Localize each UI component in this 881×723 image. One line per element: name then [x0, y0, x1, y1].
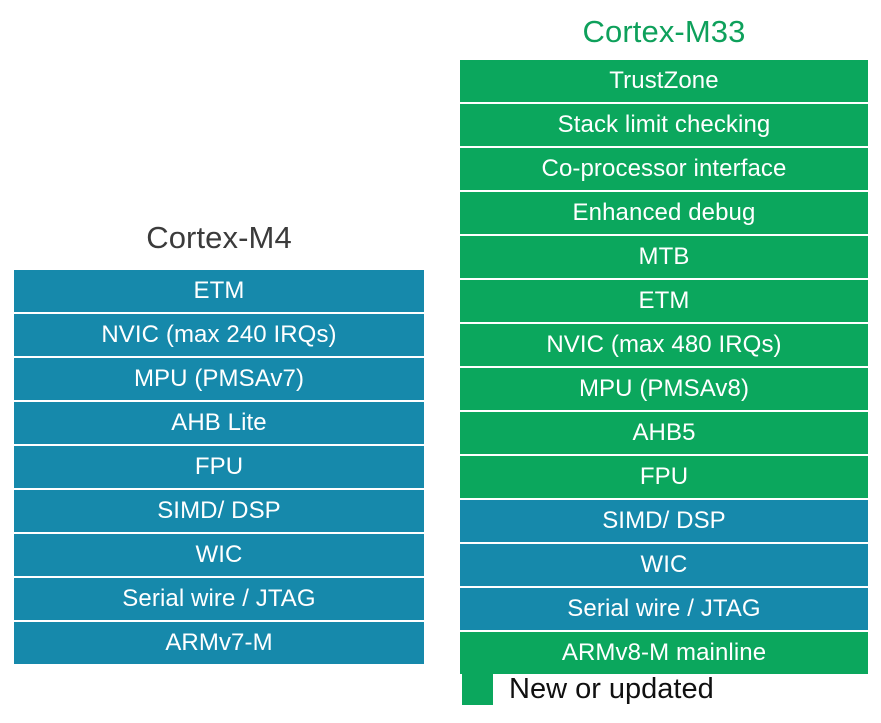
legend: New or updated — [462, 674, 714, 705]
legend-label: New or updated — [509, 673, 714, 705]
feature-row: AHB5 — [460, 412, 868, 454]
feature-row: WIC — [14, 534, 424, 576]
feature-row: SIMD/ DSP — [460, 500, 868, 542]
feature-row: MTB — [460, 236, 868, 278]
feature-row: NVIC (max 240 IRQs) — [14, 314, 424, 356]
feature-row: SIMD/ DSP — [14, 490, 424, 532]
column-title-cortex-m4: Cortex-M4 — [146, 220, 292, 255]
feature-row: Serial wire / JTAG — [14, 578, 424, 620]
feature-row: Serial wire / JTAG — [460, 588, 868, 630]
feature-row: TrustZone — [460, 60, 868, 102]
feature-row: MPU (PMSAv8) — [460, 368, 868, 410]
feature-row: MPU (PMSAv7) — [14, 358, 424, 400]
feature-row: ARMv7-M — [14, 622, 424, 664]
feature-row: FPU — [460, 456, 868, 498]
feature-row: NVIC (max 480 IRQs) — [460, 324, 868, 366]
feature-row: Enhanced debug — [460, 192, 868, 234]
feature-row: Stack limit checking — [460, 104, 868, 146]
feature-row: FPU — [14, 446, 424, 488]
legend-swatch-new-or-updated — [462, 674, 493, 705]
feature-row: WIC — [460, 544, 868, 586]
feature-row: AHB Lite — [14, 402, 424, 444]
feature-row: ETM — [460, 280, 868, 322]
column-title-cortex-m33: Cortex-M33 — [582, 14, 746, 49]
feature-row: ETM — [14, 270, 424, 312]
feature-row: ARMv8-M mainline — [460, 632, 868, 674]
feature-row: Co-processor interface — [460, 148, 868, 190]
